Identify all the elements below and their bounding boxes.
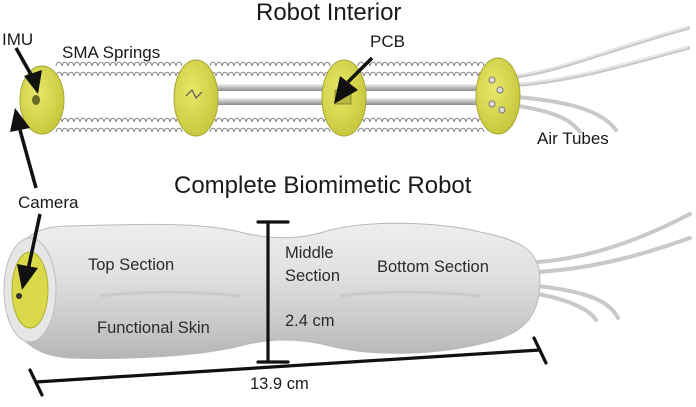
sma-spring-1 xyxy=(55,71,183,77)
sma-spring-8 xyxy=(357,61,485,67)
sma-spring-10 xyxy=(357,117,485,123)
pointer-arrows xyxy=(10,47,374,290)
sma-spring-4 xyxy=(209,61,331,67)
sma-spring-3 xyxy=(55,127,183,133)
sma-spring-0 xyxy=(55,61,183,67)
imu-label: IMU xyxy=(2,30,34,49)
sma-springs-label: SMA Springs xyxy=(62,43,161,62)
imu-arrow xyxy=(14,47,42,94)
disk-2 xyxy=(173,59,219,137)
camera-arrow-up xyxy=(10,108,38,189)
sma-springs xyxy=(55,61,485,133)
exterior-air-tubes xyxy=(536,212,692,322)
air-tubes-label: Air Tubes xyxy=(537,129,609,148)
camera-lens xyxy=(16,293,22,299)
diameter-dimension xyxy=(256,220,290,364)
interior-title: Robot Interior xyxy=(256,0,402,26)
bottom-section-label: Bottom Section xyxy=(377,258,489,276)
top-section-label: Top Section xyxy=(88,256,175,274)
length-dimension xyxy=(28,336,548,397)
interior-air-tubes xyxy=(503,26,690,134)
disk-back xyxy=(475,57,521,135)
functional-skin-body xyxy=(11,222,541,359)
middle-section-label-line1: Middle xyxy=(285,244,334,262)
pcb-arrow xyxy=(334,56,374,104)
sma-spring-9 xyxy=(357,71,485,77)
sma-spring-7 xyxy=(209,127,331,133)
sma-spring-6 xyxy=(209,117,331,123)
diameter-label: 2.4 cm xyxy=(285,312,335,330)
functional-skin-label: Functional Skin xyxy=(97,319,210,337)
pcb-label: PCB xyxy=(370,32,405,51)
sma-spring-5 xyxy=(209,71,331,77)
camera-label: Camera xyxy=(18,193,79,212)
complete-robot-title: Complete Biomimetic Robot xyxy=(174,172,472,199)
middle-section-label-line2: Section xyxy=(285,267,341,285)
camera-arrow-down xyxy=(17,213,42,290)
sma-spring-2 xyxy=(55,117,183,123)
sma-spring-11 xyxy=(357,127,485,133)
length-label: 13.9 cm xyxy=(250,375,309,393)
